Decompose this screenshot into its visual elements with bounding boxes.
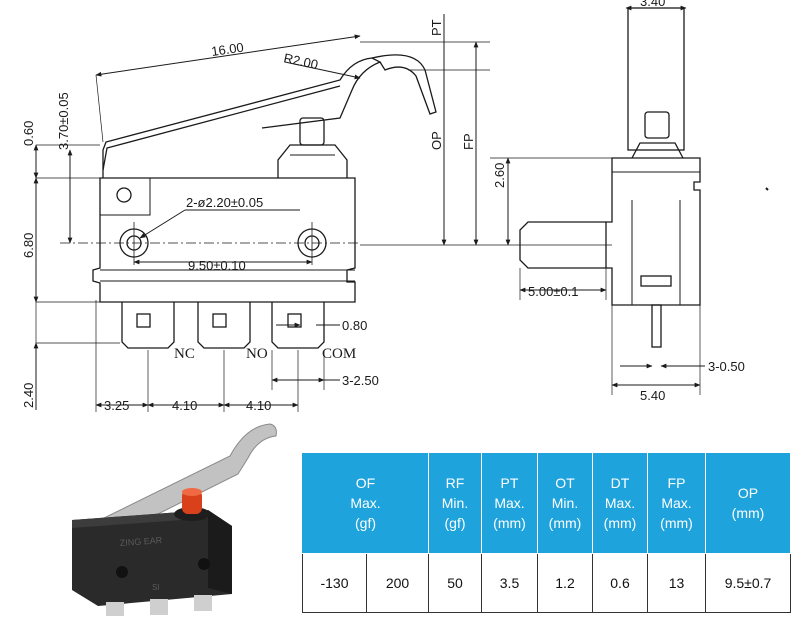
spec-cell: 13 [647, 553, 706, 613]
spec-header-of: OF Max. (gf) [302, 452, 429, 554]
dim-410-a: 4.10 [172, 398, 197, 413]
photo-body [72, 510, 232, 606]
spec-header-op: OP (mm) [705, 452, 791, 554]
dim-060: 0.60 [21, 121, 36, 146]
dim-3-250: 3-2.50 [342, 373, 379, 388]
spec-header-rf: RF Min. (gf) [428, 452, 482, 554]
spec-table: OF Max. (gf) RF Min. (gf) PT Max. (mm) O… [302, 452, 791, 613]
terminal-label-no: NO [246, 346, 268, 362]
dim-lever-length: 16.00 [210, 40, 244, 59]
side-plunger [644, 111, 670, 139]
dim-side-500: 5.00±0.1 [528, 284, 579, 299]
spec-cell: 200 [366, 553, 429, 613]
photo-mark-text: SI [152, 583, 160, 592]
dim-hole-pitch: 9.50±0.10 [188, 258, 246, 273]
spec-header-pt: PT Max. (mm) [481, 452, 538, 554]
dim-op: OP [429, 131, 444, 150]
side-view-dimensions [490, 5, 769, 395]
dim-410-b: 4.10 [246, 398, 271, 413]
dim-side-340: 3.40 [640, 0, 665, 9]
dim-fp: FP [461, 133, 476, 150]
spec-cell: 9.5±0.7 [705, 553, 791, 613]
photo-lever [95, 423, 277, 539]
photo-actuator [182, 490, 202, 514]
spec-cell: 50 [428, 553, 482, 613]
terminal-no [197, 302, 251, 349]
plunger [277, 144, 348, 178]
spec-cell: 3.5 [481, 553, 538, 613]
spec-header-ot: OT Min. (mm) [537, 452, 593, 554]
spec-value-row: -130 200 50 3.5 1.2 0.6 13 9.5±0.7 [302, 553, 791, 613]
dim-240: 2.40 [21, 383, 36, 408]
front-view [60, 54, 437, 349]
dim-pt: PT [429, 19, 444, 36]
dim-side-3-050: 3-0.50 [708, 359, 745, 374]
product-photo: ZING EAR SI [72, 423, 277, 616]
terminal-label-nc: NC [174, 346, 195, 362]
spec-cell: 1.2 [537, 553, 593, 613]
spec-cell: 0.6 [592, 553, 648, 613]
terminal-nc [121, 302, 175, 349]
terminal-com [271, 302, 325, 349]
dim-side-540: 5.40 [640, 388, 665, 403]
spec-cell: -130 [302, 553, 367, 613]
front-view-dimensions [33, 14, 490, 412]
dim-holes: 2-ø2.20±0.05 [186, 195, 263, 210]
side-terminal [651, 304, 662, 348]
spec-header-row: OF Max. (gf) RF Min. (gf) PT Max. (mm) O… [302, 452, 791, 554]
dim-080: 0.80 [342, 318, 367, 333]
switch-housing [92, 177, 356, 303]
pivot-hole [116, 187, 132, 203]
dim-680: 6.80 [21, 233, 36, 258]
dim-side-260: 2.60 [492, 163, 507, 188]
dim-325: 3.25 [104, 398, 129, 413]
spec-header-fp: FP Max. (mm) [647, 452, 706, 554]
terminal-label-com: COM [322, 346, 356, 362]
actuator-lever [102, 57, 382, 178]
photo-brand-text: ZING EAR [119, 535, 163, 548]
side-body [605, 157, 701, 306]
dim-lever-radius: R2.00 [282, 50, 319, 72]
dim-370: 3.70±0.05 [56, 92, 71, 150]
spec-header-dt: DT Max. (mm) [592, 452, 648, 554]
